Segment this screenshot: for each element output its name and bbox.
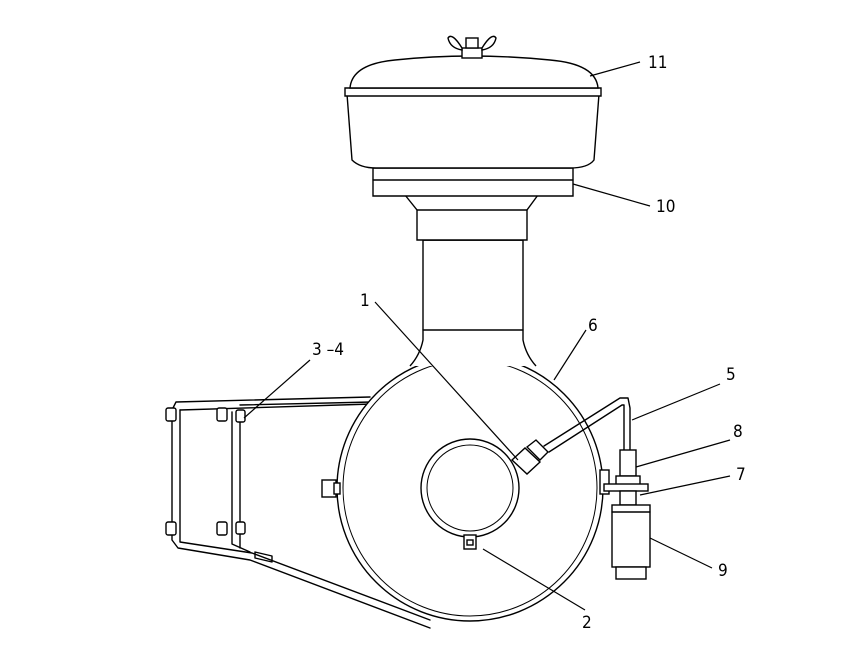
wing-nut [447,35,497,59]
callout-8: 8 [733,422,743,442]
air-cleaner-base-10 [372,167,574,197]
callout-10: 10 [656,197,675,217]
callout-7: 7 [736,465,746,485]
callout-11: 11 [648,53,667,73]
air-cleaner-cover-11 [344,35,602,169]
callout-2: 2 [582,613,592,633]
leader-lines [243,61,731,611]
callout-3-4: 3 –4 [312,340,344,360]
callout-1: 1 [360,291,370,311]
tube-5 [543,397,631,453]
valve-8 [615,449,641,487]
canister-9 [611,504,651,580]
mounting-bracket [165,396,431,629]
callout-6: 6 [588,316,598,336]
callout-labels: 1 2 3 –4 5 6 7 8 9 10 11 [312,53,746,633]
clamp-ring [420,438,520,550]
callout-9: 9 [718,561,728,581]
callout-5: 5 [726,365,736,385]
intake-tube [403,194,540,367]
bracket-bolt [165,407,273,563]
fitting-1 [510,439,549,475]
